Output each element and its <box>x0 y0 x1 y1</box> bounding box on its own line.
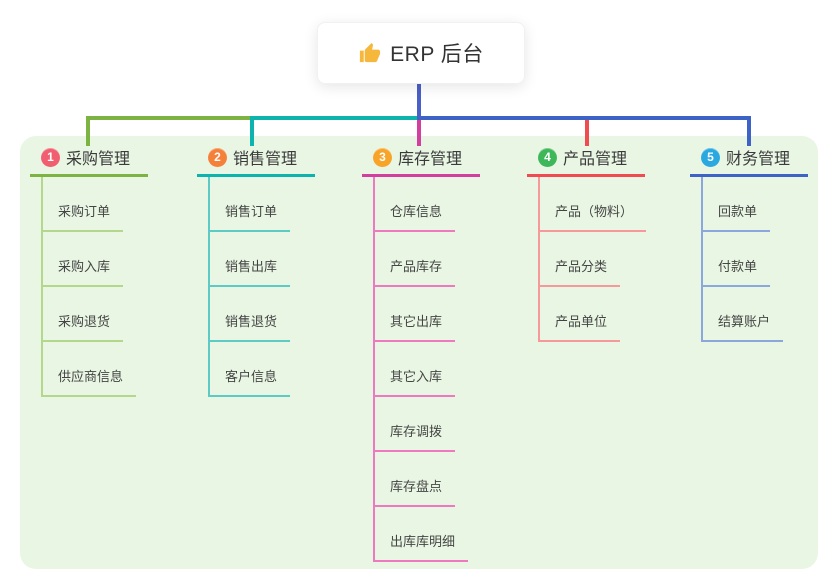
mindmap-item[interactable]: 产品库存 <box>375 256 456 287</box>
branch-label: 采购管理 <box>66 151 131 168</box>
branch-number-badge: 2 <box>208 147 227 167</box>
branch-sales: 2 销售管理 销售订单 销售出库 销售退货 客户信息 <box>197 145 315 397</box>
mindmap-item[interactable]: 仓库信息 <box>375 201 456 232</box>
branch-purchase: 1 采购管理 采购订单 采购入库 采购退货 供应商信息 <box>30 145 148 397</box>
root-node-title: ERP 后台 <box>390 43 484 66</box>
mindmap-item[interactable]: 其它出库 <box>375 311 456 342</box>
mindmap-item[interactable]: 产品（物料） <box>540 201 647 232</box>
connector-branch2-horizontal <box>250 116 421 120</box>
connector-branch5-horizontal <box>417 116 751 120</box>
mindmap-item[interactable]: 结算账户 <box>703 311 784 342</box>
mindmap-item[interactable]: 库存调拨 <box>375 421 456 452</box>
root-node-erp[interactable]: ERP 后台 <box>317 22 525 84</box>
branch-inventory: 3 库存管理 仓库信息 产品库存 其它出库 其它入库 库存调拨 库存盘点 出库库… <box>362 145 480 562</box>
mindmap-item[interactable]: 产品分类 <box>540 256 621 287</box>
mindmap-item[interactable]: 回款单 <box>703 201 771 232</box>
mindmap-item[interactable]: 销售退货 <box>210 311 291 342</box>
mindmap-item[interactable]: 供应商信息 <box>43 366 137 397</box>
branch-sales-items: 销售订单 销售出库 销售退货 客户信息 <box>208 177 315 397</box>
branch-number-badge: 3 <box>373 147 392 167</box>
branch-finance-header[interactable]: 5 财务管理 <box>690 145 808 177</box>
mindmap-item[interactable]: 付款单 <box>703 256 771 287</box>
branch-sales-header[interactable]: 2 销售管理 <box>197 145 315 177</box>
branch-product-header[interactable]: 4 产品管理 <box>527 145 645 177</box>
branch-purchase-items: 采购订单 采购入库 采购退货 供应商信息 <box>41 177 148 397</box>
mindmap-item[interactable]: 产品单位 <box>540 311 621 342</box>
mindmap-item[interactable]: 出库库明细 <box>375 531 469 562</box>
branch-label: 财务管理 <box>726 151 791 168</box>
branch-product-items: 产品（物料） 产品分类 产品单位 <box>538 177 647 342</box>
branch-finance: 5 财务管理 回款单 付款单 结算账户 <box>690 145 808 342</box>
branch-number-badge: 5 <box>701 147 720 167</box>
mindmap-item[interactable]: 库存盘点 <box>375 476 456 507</box>
branch-label: 销售管理 <box>233 151 298 168</box>
connector-branch2-drop <box>250 120 254 146</box>
connector-branch4-drop <box>585 120 589 146</box>
branches-panel <box>20 136 818 569</box>
branch-finance-items: 回款单 付款单 结算账户 <box>701 177 808 342</box>
branch-label: 库存管理 <box>398 151 463 168</box>
mindmap-item[interactable]: 采购订单 <box>43 201 124 232</box>
branch-number-badge: 1 <box>41 147 60 167</box>
connector-branch5-drop <box>747 120 751 146</box>
branch-inventory-header[interactable]: 3 库存管理 <box>362 145 480 177</box>
connector-branch1-drop <box>86 120 90 146</box>
mindmap-item[interactable]: 其它入库 <box>375 366 456 397</box>
thumbs-up-icon <box>360 42 381 62</box>
branch-inventory-items: 仓库信息 产品库存 其它出库 其它入库 库存调拨 库存盘点 出库库明细 <box>373 177 480 562</box>
branch-product: 4 产品管理 产品（物料） 产品分类 产品单位 <box>527 145 647 342</box>
mindmap-item[interactable]: 采购入库 <box>43 256 124 287</box>
connector-root-stub <box>417 82 421 118</box>
mindmap-item[interactable]: 销售出库 <box>210 256 291 287</box>
branch-label: 产品管理 <box>563 151 628 168</box>
branch-number-badge: 4 <box>538 147 557 167</box>
branch-purchase-header[interactable]: 1 采购管理 <box>30 145 148 177</box>
mindmap-item[interactable]: 采购退货 <box>43 311 124 342</box>
mindmap-item[interactable]: 销售订单 <box>210 201 291 232</box>
mindmap-item[interactable]: 客户信息 <box>210 366 291 397</box>
connector-branch3-drop <box>417 120 421 146</box>
